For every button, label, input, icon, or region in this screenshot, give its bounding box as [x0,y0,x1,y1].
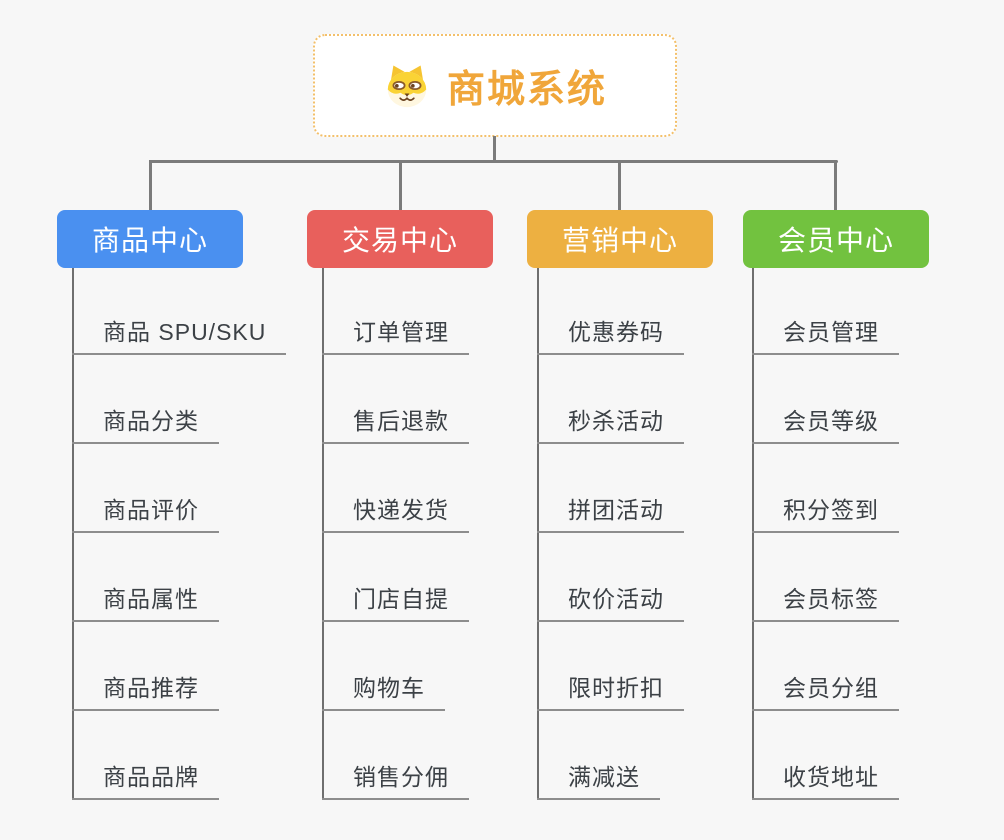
leaf-node[interactable]: 收货地址 [752,766,899,800]
root-title: 商城系统 [446,69,607,111]
root-node[interactable]: 商城系统 [313,34,677,137]
leaf-node[interactable]: 会员标签 [752,588,899,622]
leaf-node[interactable]: 快递发货 [322,499,469,533]
leaf-node[interactable]: 会员等级 [752,410,899,444]
branch-children-product: 商品 SPU/SKU 商品分类 商品评价 商品属性 商品推荐 商品品牌 [72,268,304,800]
branch-children-marketing: 优惠券码 秒杀活动 拼团活动 砍价活动 限时折扣 满减送 [537,268,769,800]
leaf-node[interactable]: 商品品牌 [72,766,219,800]
leaf-node[interactable]: 拼团活动 [537,499,684,533]
connector-drop-branch-3 [618,160,621,210]
connector-drop-branch-4 [834,160,837,210]
leaf-node[interactable]: 订单管理 [322,321,469,355]
leaf-node[interactable]: 销售分佣 [322,766,469,800]
branch-node-trade-center[interactable]: 交易中心 [307,210,493,268]
connector-drop-branch-2 [399,160,402,210]
leaf-node[interactable]: 限时折扣 [537,677,684,711]
leaf-node[interactable]: 砍价活动 [537,588,684,622]
leaf-node[interactable]: 购物车 [322,677,445,711]
leaf-node[interactable]: 秒杀活动 [537,410,684,444]
leaf-node[interactable]: 门店自提 [322,588,469,622]
branch-children-trade: 订单管理 售后退款 快递发货 门店自提 购物车 销售分佣 [322,268,554,800]
branch-node-member-center[interactable]: 会员中心 [743,210,929,268]
branch-node-product-center[interactable]: 商品中心 [57,210,243,268]
leaf-node[interactable]: 商品 SPU/SKU [72,321,287,355]
leaf-node[interactable]: 会员管理 [752,321,899,355]
leaf-node[interactable]: 积分签到 [752,499,899,533]
leaf-node[interactable]: 优惠券码 [537,321,684,355]
leaf-node[interactable]: 商品评价 [72,499,219,533]
leaf-node[interactable]: 满减送 [537,766,660,800]
branch-children-member: 会员管理 会员等级 积分签到 会员标签 会员分组 收货地址 [752,268,984,800]
leaf-node[interactable]: 商品推荐 [72,677,219,711]
branch-node-marketing-center[interactable]: 营销中心 [527,210,713,268]
leaf-node[interactable]: 商品分类 [72,410,219,444]
dog-icon [383,63,431,108]
leaf-node[interactable]: 会员分组 [752,677,899,711]
leaf-node[interactable]: 售后退款 [322,410,469,444]
connector-root-stub [493,136,496,162]
connector-drop-branch-1 [149,160,152,210]
leaf-node[interactable]: 商品属性 [72,588,219,622]
connector-horizontal-bar [149,160,838,163]
